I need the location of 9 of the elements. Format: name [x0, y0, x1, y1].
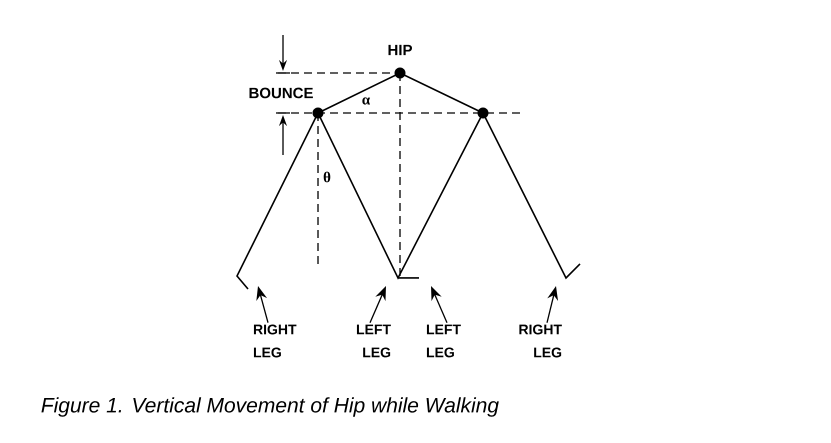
part-label: HIP: [388, 44, 412, 56]
leg-label: LEFT LEG: [356, 324, 391, 358]
leg-label: RIGHT LEG: [519, 324, 562, 358]
angle-label: α: [362, 97, 370, 105]
angle-label: θ: [324, 172, 330, 182]
caption: Figure 1. Vertical Movement of Hip while Walking: [41, 397, 499, 417]
part-label: BOUNCE: [250, 88, 313, 98]
leg-label: RIGHT LEG: [254, 324, 296, 358]
leg-label: LEFT LEG: [426, 324, 461, 358]
